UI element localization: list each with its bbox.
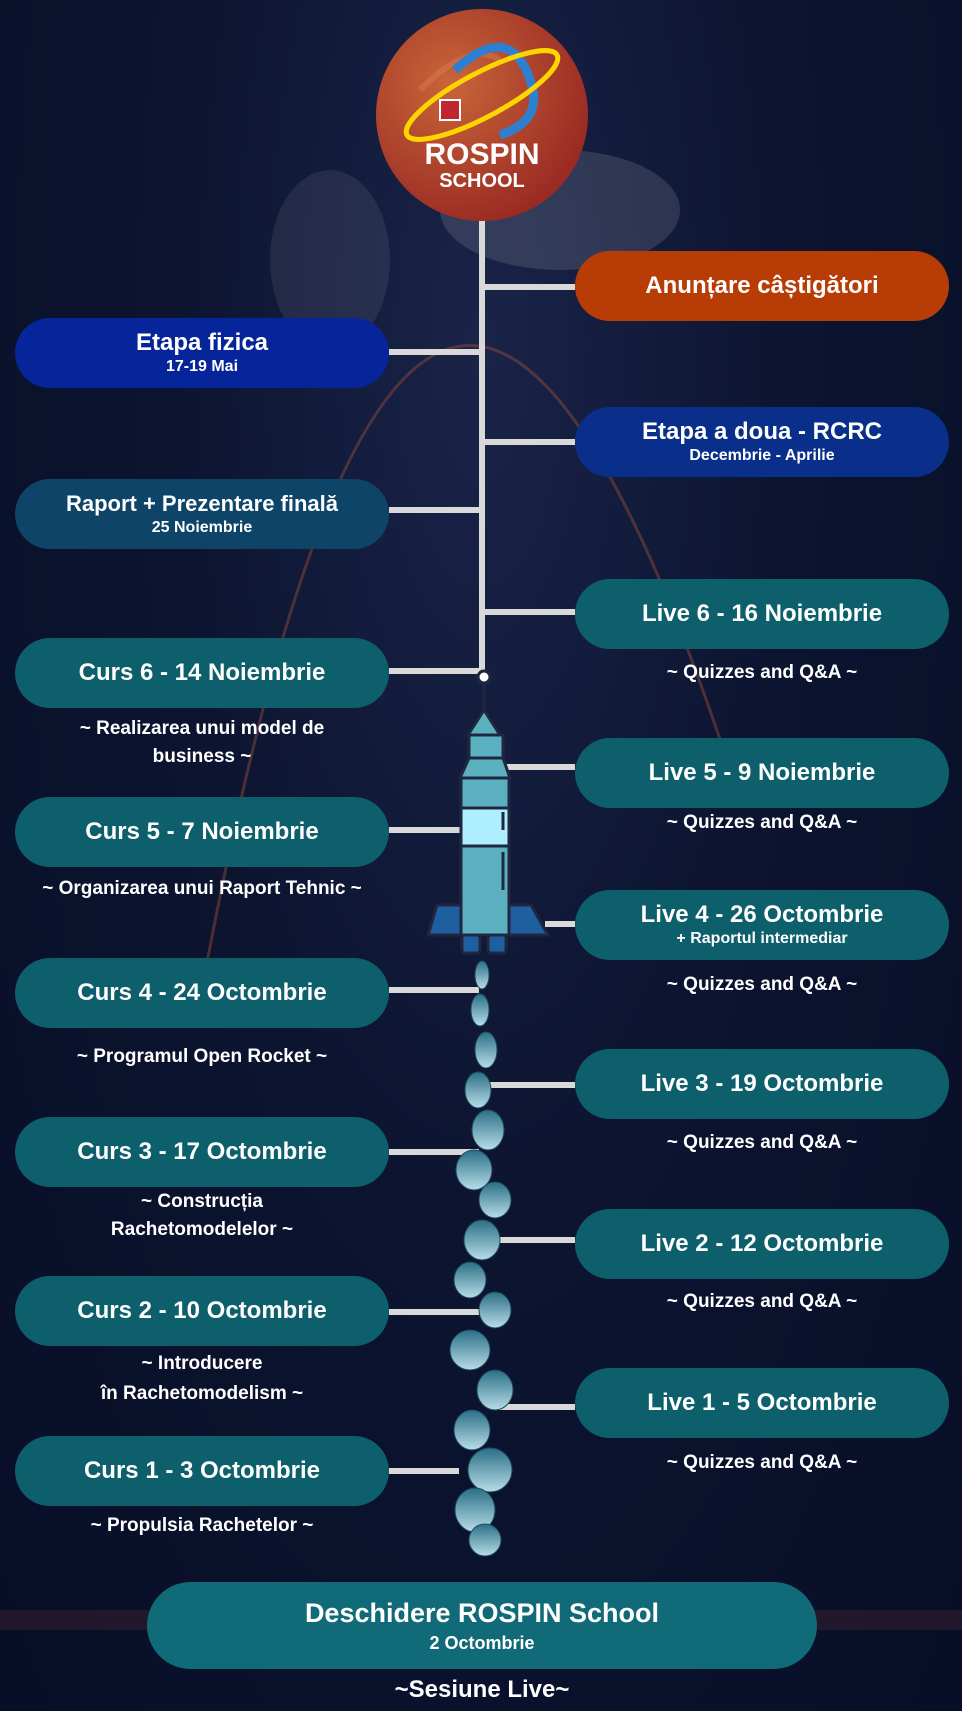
event-title: Curs 6 - 14 Noiembrie (78, 659, 326, 686)
event-title: Live 1 - 5 Octombrie (647, 1389, 877, 1416)
event-stage-two[interactable]: Etapa a doua - RCRC Decembrie - Aprilie (575, 407, 949, 477)
logo-subtitle: SCHOOL (439, 170, 525, 192)
event-title: Curs 4 - 24 Octombrie (77, 979, 327, 1006)
event-title: Live 4 - 26 Octombrie (640, 901, 884, 928)
event-course-6[interactable]: Curs 6 - 14 Noiembrie (15, 638, 389, 708)
event-title: Deschidere ROSPIN School (304, 1597, 660, 1628)
event-live-3[interactable]: Live 3 - 19 Octombrie (575, 1049, 949, 1119)
event-caption: ~ Quizzes and Q&A ~ (666, 812, 858, 833)
event-title: Curs 5 - 7 Noiembrie (85, 818, 319, 845)
event-title: Anunțare câștigători (645, 272, 879, 299)
event-physical-stage[interactable]: Etapa fizica 17-19 Mai (15, 318, 389, 388)
event-course-2[interactable]: Curs 2 - 10 Octombrie (15, 1276, 389, 1346)
connectors (389, 284, 575, 1474)
event-date: 2 Octombrie (429, 1632, 535, 1653)
event-live-4[interactable]: Live 4 - 26 Octombrie + Raportul intermed… (575, 890, 949, 960)
event-title: Curs 2 - 10 Octombrie (77, 1297, 327, 1324)
event-title: Etapa a doua - RCRC (641, 418, 883, 445)
event-caption: ~ Construcția (141, 1191, 263, 1212)
event-live-5[interactable]: Live 5 - 9 Noiembrie (575, 738, 949, 808)
event-caption: ~ Organizarea unui Raport Tehnic ~ (42, 878, 362, 899)
rocket-icon (426, 669, 550, 955)
timeline-spine (479, 215, 485, 677)
rospin-logo (376, 9, 588, 221)
event-date: Decembrie - Aprilie (689, 447, 835, 464)
opening-caption: ~Sesiune Live~ (394, 1676, 570, 1703)
event-caption: business ~ (152, 746, 252, 767)
event-title: Raport + Prezentare finală (65, 491, 339, 516)
event-winners-announcement[interactable]: Anunțare câștigători (575, 251, 949, 321)
event-live-1[interactable]: Live 1 - 5 Octombrie (575, 1368, 949, 1438)
event-caption: ~ Quizzes and Q&A ~ (666, 1132, 858, 1153)
event-caption: în Rachetomodelism ~ (100, 1383, 304, 1404)
event-date: 25 Noiembrie (151, 519, 253, 536)
event-title: Live 2 - 12 Octombrie (640, 1230, 884, 1257)
event-caption: ~ Quizzes and Q&A ~ (666, 1452, 858, 1473)
event-title: Curs 3 - 17 Octombrie (77, 1138, 327, 1165)
event-caption: ~ Realizarea unui model de (79, 718, 325, 739)
event-caption: ~ Introducere (141, 1353, 263, 1374)
event-course-3[interactable]: Curs 3 - 17 Octombrie (15, 1117, 389, 1187)
logo-title: ROSPIN (424, 138, 540, 171)
event-live-2[interactable]: Live 2 - 12 Octombrie (575, 1209, 949, 1279)
event-title: Etapa fizica (135, 329, 269, 356)
event-title: Live 6 - 16 Noiembrie (641, 600, 883, 627)
event-caption: ~ Programul Open Rocket ~ (76, 1046, 328, 1067)
rocket-smoke (449, 960, 514, 1557)
event-title: Live 3 - 19 Octombrie (640, 1070, 884, 1097)
event-date: 17-19 Mai (165, 358, 239, 375)
event-caption: ~ Quizzes and Q&A ~ (666, 662, 858, 683)
event-opening[interactable]: Deschidere ROSPIN School 2 Octombrie (147, 1582, 817, 1669)
event-note: + Raportul intermediar (676, 930, 848, 947)
event-caption: Rachetomodelelor ~ (110, 1219, 294, 1240)
event-course-1[interactable]: Curs 1 - 3 Octombrie (15, 1436, 389, 1506)
event-title: Live 5 - 9 Noiembrie (648, 759, 876, 786)
event-caption: ~ Propulsia Rachetelor ~ (90, 1515, 314, 1536)
event-caption: ~ Quizzes and Q&A ~ (666, 1291, 858, 1312)
event-title: Curs 1 - 3 Octombrie (83, 1457, 321, 1484)
event-final-report[interactable]: Raport + Prezentare finală 25 Noiembrie (15, 479, 389, 549)
event-caption: ~ Quizzes and Q&A ~ (666, 974, 858, 995)
event-course-4[interactable]: Curs 4 - 24 Octombrie (15, 958, 389, 1028)
event-live-6[interactable]: Live 6 - 16 Noiembrie (575, 579, 949, 649)
event-course-5[interactable]: Curs 5 - 7 Noiembrie (15, 797, 389, 867)
